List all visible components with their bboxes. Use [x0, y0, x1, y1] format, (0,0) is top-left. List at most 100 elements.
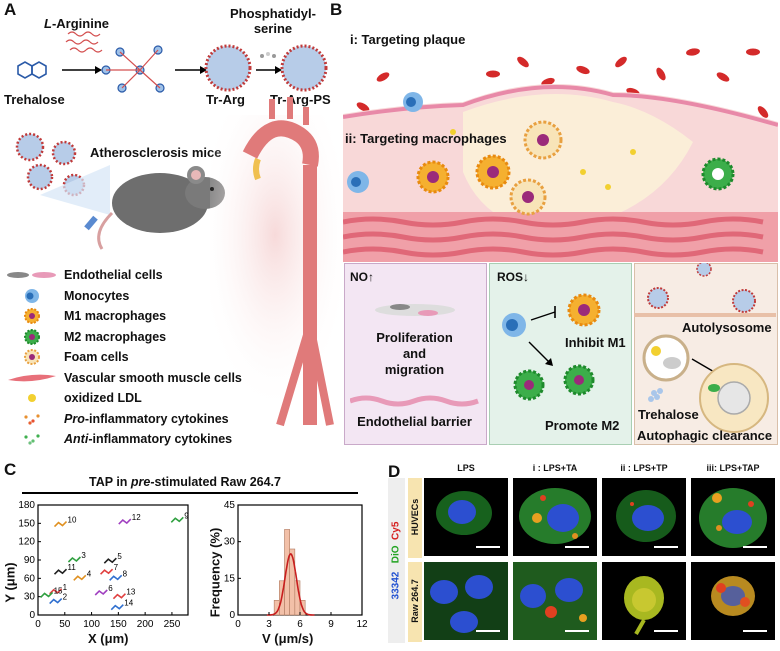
foam-cell — [509, 178, 547, 216]
m1-macrophage-cell — [475, 154, 511, 190]
oxldl-particles — [450, 129, 636, 190]
aorta-illustration — [210, 97, 340, 427]
stain-labels: 33342 DiO Cy5 — [390, 521, 402, 600]
micrograph-raw-lps-tap — [691, 562, 775, 640]
gaussian-fit-curve — [266, 553, 315, 616]
tr-arg-ps-nanoparticle-icon — [280, 44, 328, 92]
col-label-lps-ta: i : LPS+TA — [532, 463, 578, 473]
x-tick-label: 100 — [83, 619, 100, 630]
autolysosome-icon — [642, 334, 690, 382]
panel-d-letter: D — [388, 462, 401, 481]
micrograph-raw-lps-ta — [513, 562, 597, 640]
y-tick-label: 60 — [24, 573, 36, 584]
y-tick-label: 180 — [18, 500, 35, 511]
x-tick-label: 200 — [137, 619, 154, 630]
foam-cell — [523, 120, 563, 160]
panel-a-legend: Endothelial cells Monocytes M1 macrophag… — [6, 265, 266, 450]
track-label-10: 10 — [68, 516, 77, 525]
histogram-xlabel: V (μm/s) — [262, 631, 314, 646]
monocyte-icon — [25, 288, 39, 303]
x-tick-label: 250 — [164, 619, 181, 630]
m1-macrophage-cell — [416, 160, 450, 194]
track-label-13: 13 — [126, 588, 135, 597]
legend-item: Foam cells — [6, 347, 266, 368]
legend-label: oxidized LDL — [64, 391, 142, 406]
track-7 — [100, 568, 114, 575]
micrograph-huvecs-lps — [424, 478, 508, 556]
x-tick-label: 3 — [266, 619, 272, 630]
legend-item: oxidized LDL — [6, 388, 266, 409]
y-tick-label: 120 — [18, 537, 35, 548]
y-tick-label: 150 — [18, 518, 35, 529]
y-tick-label: 30 — [24, 592, 36, 603]
x-tick-label: 150 — [110, 619, 127, 630]
legend-label: Pro-inflammatory cytokines — [64, 411, 229, 426]
x-tick-label: 0 — [35, 619, 41, 630]
proliferation-icon — [375, 304, 455, 316]
micrograph-raw-lps-tp — [602, 562, 686, 640]
foam-cell-icon — [24, 349, 40, 366]
track-label-6: 6 — [108, 584, 113, 593]
track-label-7: 7 — [114, 563, 119, 572]
row-label-huvecs: HUVECs — [410, 498, 420, 536]
track-5 — [103, 557, 117, 564]
col-label-lps-tp: ii : LPS+TP — [620, 463, 668, 473]
nanoparticle-icon — [696, 263, 712, 277]
cell-autophagy-icon — [699, 363, 769, 433]
micrograph-raw-lps — [424, 562, 508, 640]
legend-item: M1 macrophages — [6, 306, 266, 327]
track-2 — [49, 597, 63, 605]
m2-macrophage-cell — [563, 364, 595, 396]
nanoparticle-icon — [15, 132, 45, 162]
plaque-illustration — [343, 22, 778, 262]
track-11 — [53, 568, 68, 575]
track-3 — [67, 556, 81, 563]
legend-item: Vascular smooth muscle cells — [6, 368, 266, 389]
track-label-14: 14 — [124, 599, 133, 608]
trehalose-structure-icon — [17, 61, 47, 79]
track-label-9: 9 — [184, 511, 189, 520]
m1-macrophage-icon — [24, 308, 40, 325]
no-box — [344, 263, 487, 445]
track-10 — [53, 520, 68, 528]
targeting-macrophages-label: ii: Targeting macrophages — [345, 131, 507, 146]
m2-macrophage-icon — [24, 328, 40, 345]
track-6 — [94, 589, 108, 596]
synthesis-scheme — [17, 31, 328, 93]
trajectory-ylabel: Y (μm) — [2, 562, 18, 603]
legend-label: Vascular smooth muscle cells — [64, 370, 242, 385]
track-label-5: 5 — [117, 552, 122, 561]
nanoparticle-icon — [732, 289, 756, 313]
trehalose-cluster-icon — [648, 388, 663, 402]
row-label-raw: Raw 264.7 — [410, 579, 420, 623]
track-label-1: 1 — [63, 583, 68, 592]
legend-label: Anti-inflammatory cytokines — [64, 432, 233, 447]
monocyte-cell — [347, 171, 369, 193]
track-1 — [49, 588, 63, 595]
inhibit-m1-label: Inhibit M1 — [565, 335, 626, 350]
endothelial-barrier-icon — [350, 395, 479, 407]
track-label-2: 2 — [63, 593, 68, 602]
track-12 — [118, 518, 132, 525]
targeting-plaque-label: i: Targeting plaque — [350, 32, 466, 47]
micrograph-huvecs-lps-tap — [691, 478, 775, 556]
micrograph-huvecs-lps-tp — [602, 478, 686, 556]
x-tick-label: 0 — [235, 619, 241, 630]
panel-c-title: TAP in pre-stimulated Raw 264.7 — [89, 475, 281, 489]
y-tick-label: 45 — [224, 500, 236, 511]
legend-label: M2 macrophages — [64, 329, 167, 344]
l-arginine-label: L-Arginine — [44, 16, 110, 31]
promote-m2-label: Promote M2 — [545, 418, 620, 433]
legend-label: Monocytes — [64, 288, 130, 303]
x-tick-label: 50 — [59, 619, 71, 630]
y-tick-label: 15 — [224, 573, 236, 584]
ps-dots-icon — [260, 54, 264, 58]
panel-b-letter: B — [330, 0, 343, 19]
row-label-box-huvecs — [408, 478, 422, 558]
ros-box — [489, 263, 632, 445]
m1-macrophage-cell — [567, 293, 601, 327]
autophagic-clearance-label: Autophagic clearance — [637, 428, 773, 443]
no-label: NO↑ — [350, 270, 374, 284]
